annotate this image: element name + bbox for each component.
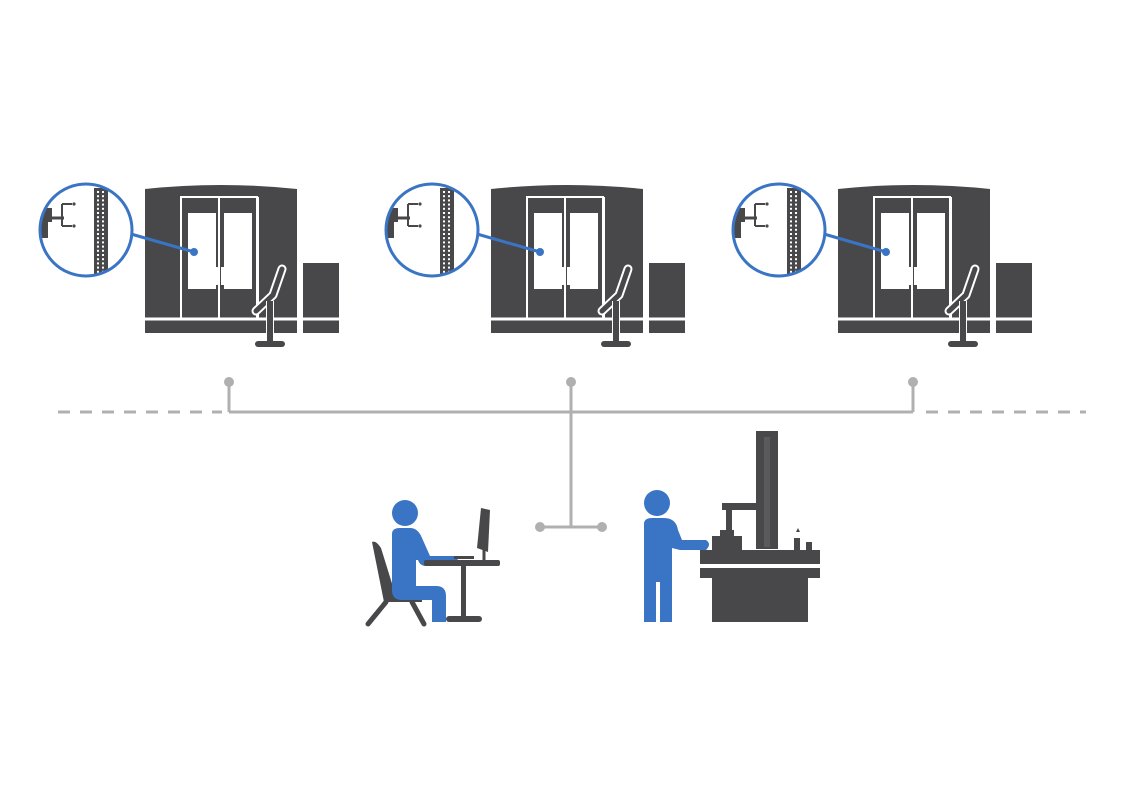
tool-magazine-detail-icon [731,184,825,284]
detail-pointer-dot [536,248,544,256]
detail-pointer-dot [882,248,890,256]
network-node [224,377,234,387]
cnc-machine-icon [838,185,1032,347]
detail-pointer-line [130,232,195,254]
detail-pointer-line [823,232,887,254]
network-node [597,522,607,532]
detail-pointer-line [476,232,541,254]
machine-group-2 [384,184,685,347]
cnc-machine-icon [491,185,685,347]
machine-group-1 [38,184,339,347]
operator-at-computer-icon [365,500,500,627]
tool-magazine-detail-icon [38,184,132,284]
operator-at-measuring-machine-icon [644,431,820,622]
machine-group-3 [731,184,1032,347]
network-node [908,377,918,387]
network-node [566,377,576,387]
detail-pointer-dot [190,248,198,256]
tool-magazine-detail-icon [384,184,478,284]
network-node [535,522,545,532]
cnc-machine-icon [145,185,339,347]
network-nodes [224,377,918,532]
network-bus [58,382,1086,529]
